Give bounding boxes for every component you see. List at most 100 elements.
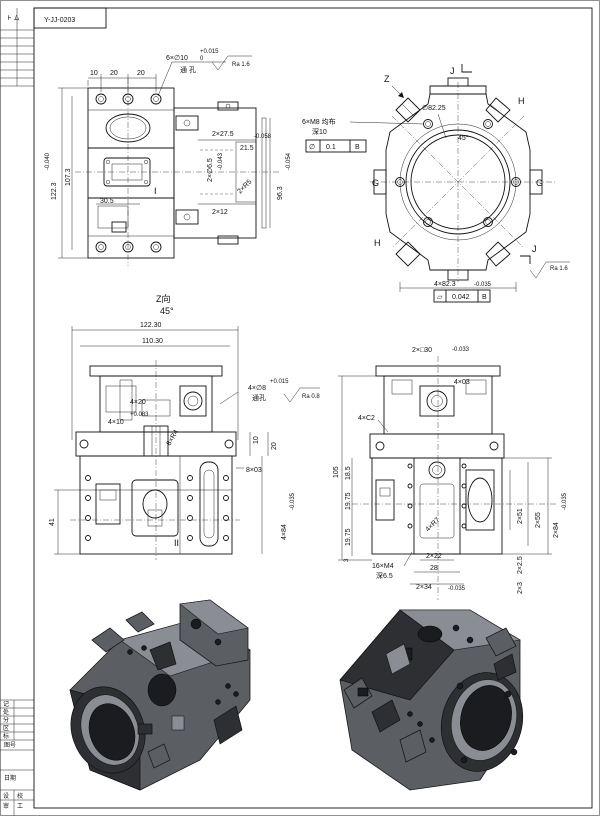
view-label-H-top: H [518, 96, 525, 106]
dim-19-75b: 19.75 [345, 528, 352, 546]
dim-2x3: 2×3 [517, 582, 524, 594]
dim-2x30: 2×□30 [412, 347, 432, 354]
dim-4x10-tol: +0.083 [130, 412, 149, 418]
dim-4xd8: 4×∅8 [248, 385, 266, 392]
view-right-top: Z J H H J G G ∅82.25 6×M8 均布 深10 ∅ 0.1 B… [302, 64, 570, 303]
iso-render-right [339, 609, 524, 791]
tb-cell-4: 区 [3, 725, 9, 732]
dim-122-30: 122.30 [140, 322, 162, 329]
dim-107-3: 107.3 [65, 168, 72, 186]
view-label-H-bottom: H [374, 238, 381, 248]
dim-82-25: ∅82.25 [422, 105, 446, 112]
angle-45-right: 45° [458, 134, 469, 142]
dim-21-5: 21.5 [240, 145, 254, 152]
dim-28: 28 [430, 565, 438, 572]
dim-2x30-tol: -0.033 [452, 347, 470, 353]
dim-2x34-tol: -0.035 [448, 586, 466, 592]
m8-depth: 深10 [312, 127, 327, 136]
drawing-number-box: Y-JJ-0203 [33, 7, 107, 29]
flatness-datum: B [482, 294, 487, 301]
flatness-symbol: ▱ [437, 294, 443, 301]
dim-20: 20 [271, 442, 278, 450]
tb-cell-8: 审 [3, 802, 9, 810]
dim-16xM4: 16×M4 [372, 563, 394, 570]
dim-4xR7: 4×R7 [424, 516, 441, 533]
dim-4x03: 4×03 [454, 379, 470, 386]
section-label-II: II [174, 538, 179, 548]
m8-note: 6×M8 均布 [302, 117, 336, 126]
dim-105: 105 [333, 466, 340, 478]
dim-122-3: 122.3 [51, 182, 58, 200]
dim-18-5: 18.5 [345, 466, 352, 480]
dim-4xd8-tol: +0.015 [270, 379, 289, 385]
left-title-strip: ト ム 记 处 分 区 标 图号 日期 设 校 审 工 [0, 8, 34, 816]
view-front-top-left: 10 20 20 6×∅10 +0.015 0 通 孔 Ra 1.6 2×27.… [45, 49, 292, 266]
roughness-main: Ra 1.6 [232, 62, 250, 68]
dim-8x03: 8×03 [246, 467, 262, 474]
view-z-direction: Z向 45° 122.30 110.30 [49, 293, 320, 560]
dim-122-3-tol: -0.040 [45, 152, 51, 170]
dim-4x20: 4×20 [130, 399, 146, 406]
dim-4xd8-note: 通孔 [252, 393, 266, 402]
iso-render-left [69, 599, 251, 791]
dim-4x84-tol: -0.035 [290, 492, 296, 510]
dim-2x12: 2×12 [212, 209, 228, 216]
z-view-title: Z向 [156, 293, 171, 304]
tb-cell-9: 工 [17, 803, 23, 810]
hole-note-2: 通 孔 [180, 65, 196, 74]
gdt-datum: B [355, 144, 360, 151]
dim-2x27-5-tol: -0.058 [254, 134, 272, 140]
dim-4xC2: 4×C2 [358, 415, 375, 422]
dim-depth-6-5: 深6.5 [376, 571, 393, 580]
left-strip-label-2: 日期 [4, 774, 16, 782]
dim-2x27-5: 2×27.5 [212, 131, 234, 138]
tb-cell-2: 处 [3, 708, 9, 716]
view-label-J-top: J [450, 66, 455, 76]
view-label-G-left: G [372, 178, 379, 188]
dim-4x84: 4×84 [281, 524, 288, 540]
tb-cell-3: 分 [3, 716, 9, 724]
view-label-G-right: G [536, 178, 543, 188]
gdt-value: 0.1 [326, 144, 336, 151]
drawing-frame [33, 7, 593, 809]
hole-tol-upper: +0.015 [200, 49, 219, 55]
hole-tol-lower: 0 [200, 56, 204, 62]
view-label-Z: Z [384, 74, 390, 84]
dim-2x2-5: 2×2.5 [517, 556, 524, 574]
tb-cell-1: 记 [3, 701, 9, 708]
dim-10: 10 [253, 436, 260, 444]
dim-2x55: 2×55 [535, 512, 542, 528]
dim-2x6-5: 2×∅6.5 [207, 158, 214, 182]
dim-2x6-5-tol: -0.043 [218, 152, 224, 170]
dim-2x84-tol: -0.035 [562, 492, 568, 510]
dim-4x82-3: 4×82.3 [434, 281, 456, 288]
dim-41: 41 [49, 518, 56, 526]
dim-2x34: 2×34 [416, 584, 432, 591]
dim-4x82-3-tol: -0.035 [474, 282, 492, 288]
dim-110-30: 110.30 [142, 338, 163, 345]
roughness-right: Ra 1.6 [550, 266, 568, 272]
dim-30-5: 30.5 [100, 198, 114, 205]
dim-2xR5: 2×R5 [236, 178, 253, 195]
dim-top-10: 10 [90, 70, 98, 77]
dim-3: 3 [344, 558, 350, 562]
dim-2x51: 2×51 [517, 508, 524, 524]
dim-top-20a: 20 [110, 70, 118, 77]
left-strip-label-1: 图号 [4, 742, 16, 749]
section-label-I: I [154, 186, 157, 196]
dim-96-3: 96.3 [277, 186, 284, 200]
drawing-number: Y-JJ-0203 [44, 17, 75, 24]
z-view-angle: 45° [160, 306, 174, 316]
dim-top-20b: 20 [137, 70, 145, 77]
dim-96-3-tol: -0.054 [286, 152, 292, 170]
dim-4x10: 4×10 [108, 419, 124, 426]
dim-2x84: 2×84 [553, 522, 560, 538]
flatness-value: 0.042 [452, 294, 470, 301]
corner-mark: ト ム [6, 15, 20, 22]
gdt-symbol: ∅ [309, 144, 315, 151]
tb-cell-5: 标 [3, 732, 9, 740]
dim-2x22: 2×22 [426, 553, 442, 560]
dim-19-75a: 19.75 [345, 492, 352, 510]
view-side-bottom-right: 2×□30 -0.033 4×03 4×C2 105 18.5 19.75 [333, 347, 568, 600]
